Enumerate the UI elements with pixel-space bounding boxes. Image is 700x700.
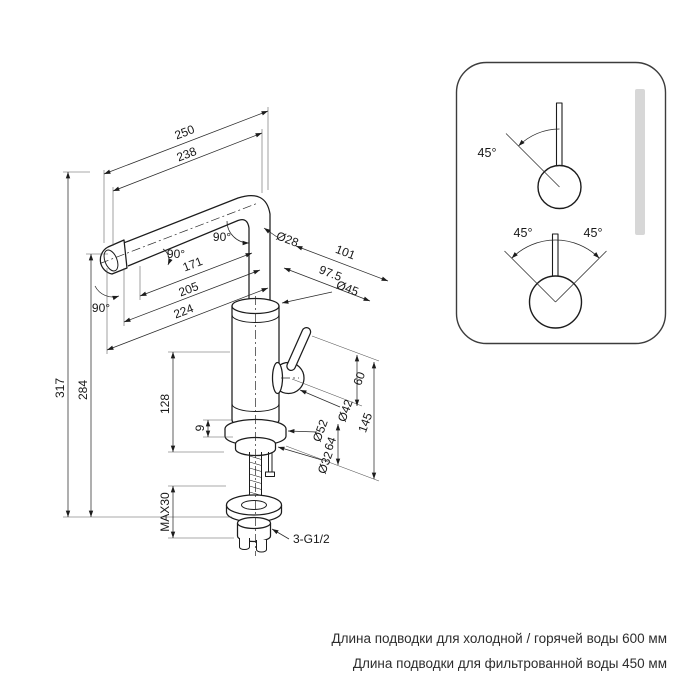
aerator-face <box>103 249 119 272</box>
thread-size-label: 3-G1/2 <box>293 532 330 546</box>
dim-dia42-label: Ø42 <box>335 397 356 423</box>
inset-angle-front-label: 45° <box>478 146 497 160</box>
dim-205-label: 205 <box>177 279 201 299</box>
inset-bottom-diagram: 45° 45° <box>504 226 607 329</box>
dim-238-label: 238 <box>175 144 199 164</box>
hose-fitting <box>236 516 272 553</box>
inset-top-diagram: 45° <box>478 102 582 210</box>
angle-90-bend-label: 90° <box>213 230 231 244</box>
dim-171-label: 171 <box>181 254 205 274</box>
note-filtered: Длина подводки для фильтрованной воды 45… <box>352 656 667 671</box>
faucet-outline <box>99 195 312 556</box>
fixing-screw <box>265 452 275 477</box>
inset-angle-left-label: 45° <box>514 226 533 240</box>
dim-dia32-label: Ø32 <box>315 449 336 475</box>
supply-hose-notes: Длина подводки для холодной / горячей во… <box>331 626 667 676</box>
dimension-lines <box>65 110 389 540</box>
wall-bar <box>635 89 645 235</box>
dimension-labels: 317 284 128 MAX30 9 250 238 171 205 224 … <box>53 122 375 546</box>
dim-60-label: 60 <box>350 370 368 388</box>
dim-dia28-label: Ø28 <box>274 229 300 250</box>
dim-224-label: 224 <box>172 301 196 321</box>
dim-64-label: 64 <box>321 435 339 453</box>
dim-250-label: 250 <box>173 122 197 142</box>
handle-rotation-inset: 45° 45° 45° <box>455 61 667 345</box>
spout-centerline <box>99 202 259 264</box>
dim-9-label: 9 <box>193 424 207 431</box>
note-hot-cold: Длина подводки для холодной / горячей во… <box>331 631 667 646</box>
mounting-bracket <box>225 494 283 523</box>
dim-284-label: 284 <box>76 380 90 400</box>
handle-stem-top <box>555 102 563 167</box>
dim-max30-label: MAX30 <box>158 492 172 532</box>
dim-145-label: 145 <box>355 411 375 435</box>
handle-stem-front <box>551 233 559 278</box>
inset-angle-right-label: 45° <box>584 226 603 240</box>
angle-90-mid-label: 90° <box>167 247 185 261</box>
handle-lever <box>286 326 312 372</box>
angle-90-spout-label: 90° <box>92 301 110 315</box>
dim-317-label: 317 <box>53 378 67 398</box>
dim-101-label: 101 <box>334 242 358 262</box>
dim-128-label: 128 <box>158 394 172 414</box>
